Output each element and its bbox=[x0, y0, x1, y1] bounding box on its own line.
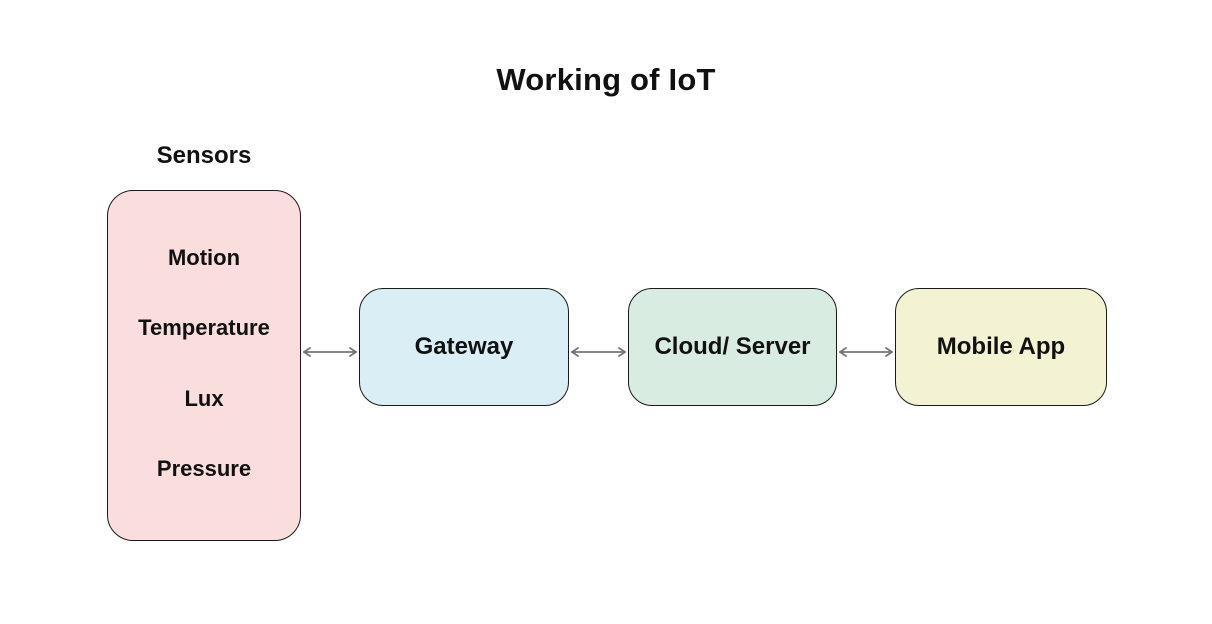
sensor-item-lux: Lux bbox=[184, 385, 224, 411]
sensor-item-temperature: Temperature bbox=[138, 315, 270, 341]
sensor-item-motion: Motion bbox=[167, 245, 241, 271]
gateway-label: Gateway bbox=[414, 333, 514, 360]
cloud-server-label: Cloud/ Server bbox=[654, 333, 811, 360]
mobile-app-label: Mobile App bbox=[936, 333, 1066, 360]
double-arrow-icon bbox=[303, 347, 357, 357]
mobile-app-node: Mobile App bbox=[895, 288, 1107, 406]
gateway-node: Gateway bbox=[359, 288, 569, 406]
sensor-item-pressure: Pressure bbox=[156, 455, 252, 481]
sensors-node: Motion Temperature Lux Pressure bbox=[107, 190, 301, 541]
double-arrow-icon bbox=[839, 347, 893, 357]
double-arrow-icon bbox=[571, 347, 626, 357]
arrow-cloud-mobile bbox=[837, 346, 895, 358]
cloud-server-node: Cloud/ Server bbox=[628, 288, 837, 406]
arrow-sensors-gateway bbox=[301, 346, 359, 358]
diagram-title: Working of IoT bbox=[496, 62, 716, 97]
arrow-gateway-cloud bbox=[569, 346, 628, 358]
sensors-heading: Sensors bbox=[156, 142, 252, 169]
